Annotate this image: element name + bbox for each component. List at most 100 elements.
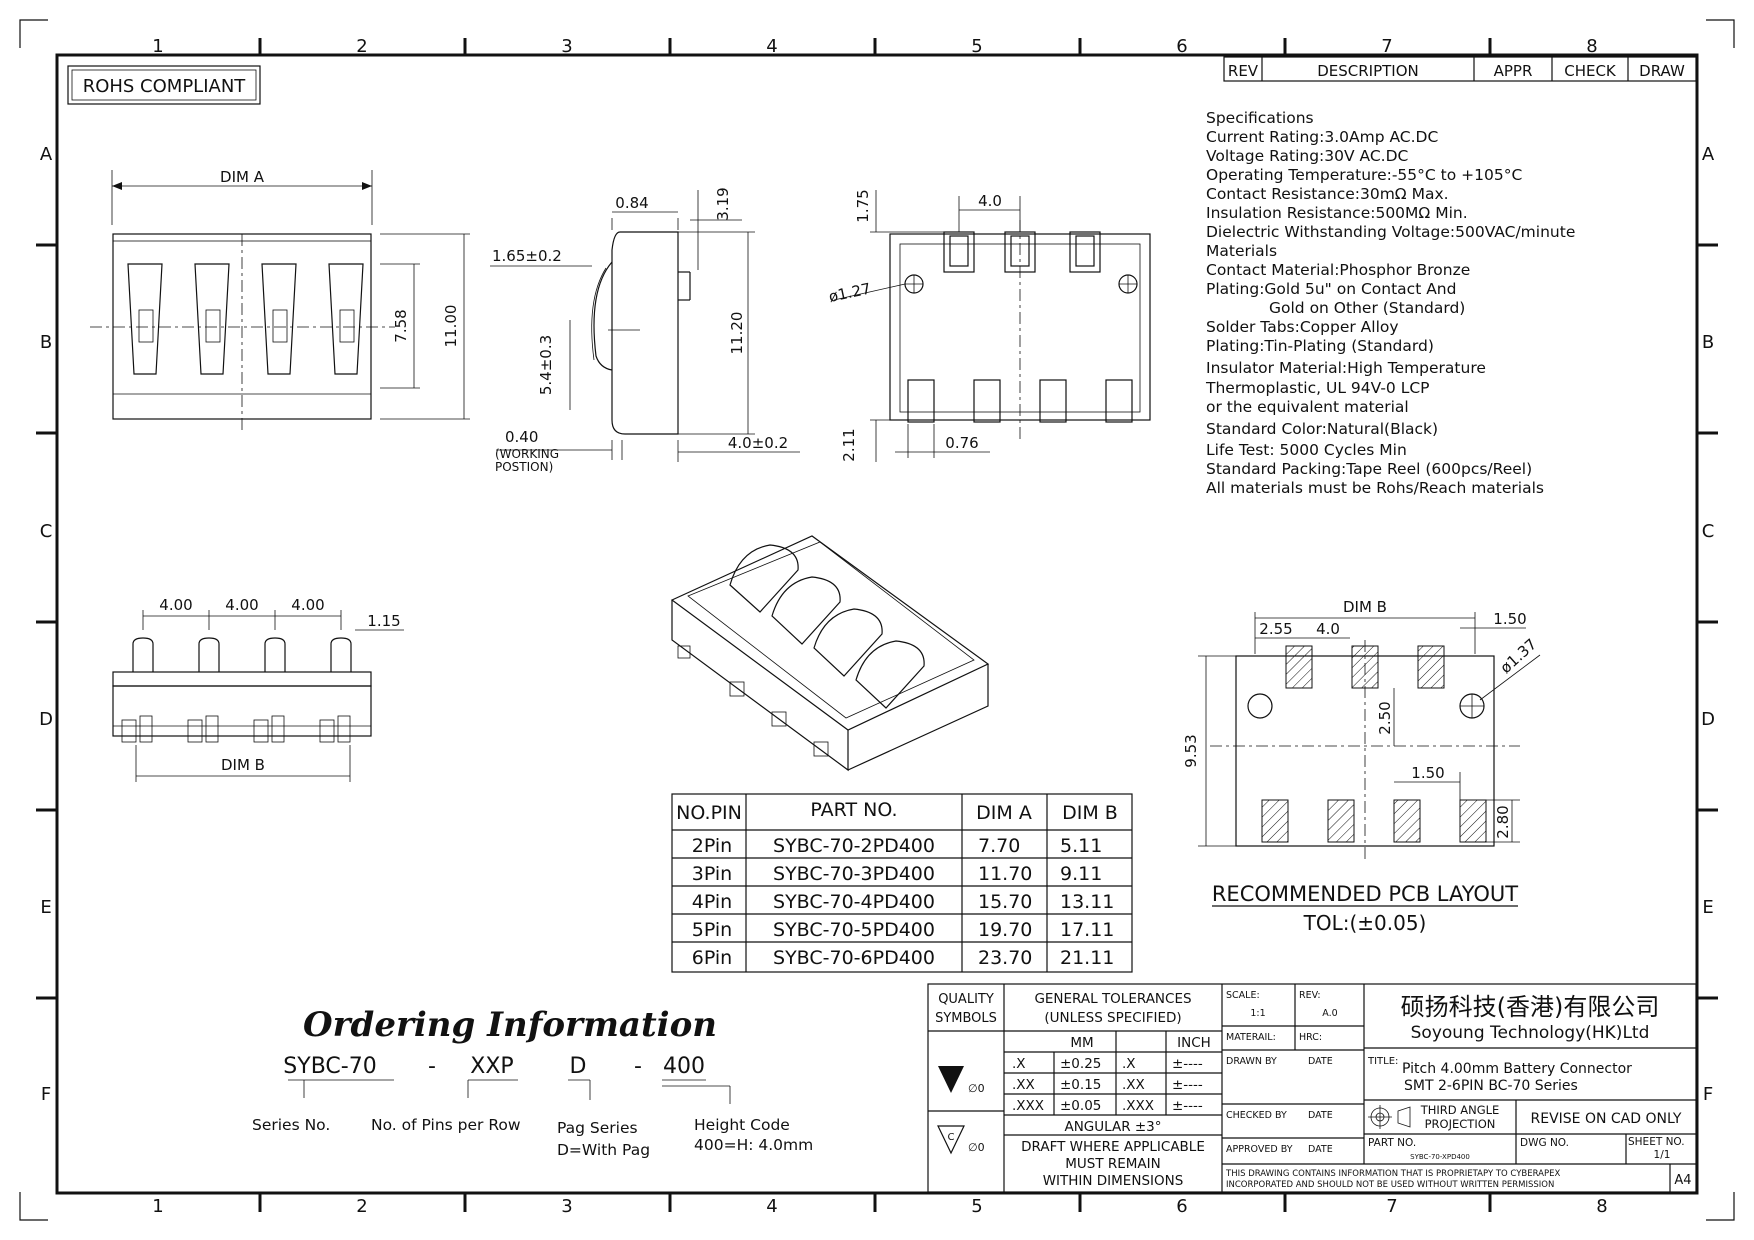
dim-7-58: 7.58 bbox=[392, 309, 410, 342]
inch-header: INCH bbox=[1177, 1035, 1211, 1051]
row-label-right: A bbox=[1702, 144, 1715, 165]
spec-line: Current Rating:3.0Amp AC.DC bbox=[1206, 128, 1438, 146]
draft-note: WITHIN DIMENSIONS bbox=[1043, 1173, 1184, 1189]
label-height: Height Code bbox=[694, 1116, 790, 1134]
col-label-top: 5 bbox=[971, 36, 982, 57]
spec-line: Materials bbox=[1206, 242, 1277, 260]
table-cell: 19.70 bbox=[978, 919, 1032, 941]
col-label-bottom: 1 bbox=[152, 1196, 163, 1217]
spec-line: All materials must be Rohs/Reach materia… bbox=[1206, 479, 1544, 497]
tol-cell: ±0.25 bbox=[1060, 1056, 1101, 1072]
code-dash: - bbox=[634, 1054, 642, 1079]
table-cell: 15.70 bbox=[978, 891, 1032, 913]
tol-cell: ±---- bbox=[1172, 1056, 1203, 1072]
checked-by-label: CHECKED BY bbox=[1226, 1110, 1287, 1121]
dim-1-65: 1.65±0.2 bbox=[492, 247, 562, 265]
pcb-layout-title: RECOMMENDED PCB LAYOUT bbox=[1212, 882, 1518, 906]
date-label: DATE bbox=[1308, 1110, 1333, 1121]
table-header: DIM A bbox=[976, 802, 1032, 824]
grid-ticks bbox=[36, 38, 1718, 1212]
part-number-table: NO.PIN PART NO. DIM A DIM B 2Pin SYBC-70… bbox=[671, 793, 1133, 973]
spec-line: Insulation Resistance:500MΩ Min. bbox=[1206, 204, 1468, 222]
spec-line: Operating Temperature:-55°C to +105°C bbox=[1206, 166, 1522, 184]
working-position-label: (WORKING bbox=[495, 447, 559, 461]
col-label-bottom: 6 bbox=[1176, 1196, 1187, 1217]
code-pins: XXP bbox=[470, 1054, 513, 1079]
projection-label: THIRD ANGLE bbox=[1420, 1103, 1500, 1117]
table-cell: 9.11 bbox=[1060, 863, 1102, 885]
dim-11-00: 11.00 bbox=[442, 305, 460, 348]
drawing-subtitle: SMT 2-6PIN BC-70 Series bbox=[1404, 1078, 1578, 1094]
spec-line: Insulator Material:High Temperature bbox=[1206, 359, 1486, 377]
row-label-right: C bbox=[1702, 521, 1715, 542]
specifications: Specifications Current Rating:3.0Amp AC.… bbox=[1205, 109, 1575, 497]
dim-hole-1-27: ø1.27 bbox=[827, 279, 872, 305]
dim-0-40: 0.40 bbox=[505, 428, 538, 446]
material-label: MATERAIL: bbox=[1226, 1032, 1276, 1043]
row-label-left: D bbox=[39, 709, 53, 730]
tol-cell: ±0.15 bbox=[1060, 1077, 1101, 1093]
table-cell: 3Pin bbox=[692, 863, 732, 885]
pcb-dim-2-55: 2.55 bbox=[1259, 620, 1292, 638]
quality-symbol-1: ∅0 bbox=[968, 1082, 985, 1095]
table-cell: SYBC-70-5PD400 bbox=[773, 919, 935, 941]
spec-line: Specifications bbox=[1206, 109, 1314, 127]
row-label-left: E bbox=[40, 897, 51, 918]
rev-header: REV bbox=[1228, 62, 1259, 80]
spec-line: or the equivalent material bbox=[1206, 398, 1409, 416]
col-label-top: 2 bbox=[356, 36, 367, 57]
dim-0-84: 0.84 bbox=[615, 194, 648, 212]
proprietary-notice: THIS DRAWING CONTAINS INFORMATION THAT I… bbox=[1225, 1169, 1560, 1179]
part-no-value: SYBC-70-XPD400 bbox=[1410, 1153, 1470, 1161]
approved-by-label: APPROVED BY bbox=[1226, 1144, 1293, 1155]
spec-line: Dielectric Withstanding Voltage:500VAC/m… bbox=[1206, 223, 1575, 241]
angular-tolerance: ANGULAR ±3° bbox=[1064, 1119, 1161, 1135]
general-tolerances: GENERAL TOLERANCES bbox=[1034, 991, 1191, 1007]
hrc-label: HRC: bbox=[1299, 1032, 1322, 1043]
col-label-bottom: 3 bbox=[561, 1196, 572, 1217]
draw-header: DRAW bbox=[1639, 62, 1685, 80]
col-label-top: 8 bbox=[1586, 36, 1597, 57]
spec-line: Thermoplastic, UL 94V-0 LCP bbox=[1205, 379, 1430, 397]
tol-cell: ±---- bbox=[1172, 1098, 1203, 1114]
table-cell: 5.11 bbox=[1060, 835, 1102, 857]
spec-line: Solder Tabs:Copper Alloy bbox=[1206, 318, 1399, 336]
dim-1-75: 1.75 bbox=[854, 189, 872, 222]
label-pag-with: D=With Pag bbox=[557, 1141, 650, 1159]
table-cell: SYBC-70-4PD400 bbox=[773, 891, 935, 913]
dim-5-4: 5.4±0.3 bbox=[537, 335, 555, 395]
table-cell: 6Pin bbox=[692, 947, 732, 969]
rev-label: REV: bbox=[1299, 990, 1321, 1001]
pcb-layout: DIM B 2.55 4.0 1.50 ø1.37 2.50 9.53 1. bbox=[1182, 598, 1540, 935]
pcb-tolerance: TOL:(±0.05) bbox=[1303, 911, 1427, 935]
label-series: Series No. bbox=[252, 1116, 330, 1134]
col-label-bottom: 7 bbox=[1386, 1196, 1397, 1217]
tol-cell: ±---- bbox=[1172, 1077, 1203, 1093]
description-header: DESCRIPTION bbox=[1317, 62, 1419, 80]
back-view: ø1.27 4.0 1.75 2.11 0.76 bbox=[827, 189, 1151, 462]
table-cell: 13.11 bbox=[1060, 891, 1114, 913]
column-labels: 1 2 3 4 5 6 7 8 1 2 3 4 5 6 7 8 bbox=[152, 36, 1607, 1217]
spec-line: Contact Resistance:30mΩ Max. bbox=[1206, 185, 1449, 203]
scale-label: SCALE: bbox=[1226, 990, 1260, 1001]
dim-4-0-pitch: 4.0 bbox=[978, 192, 1002, 210]
tol-cell: ±0.05 bbox=[1060, 1098, 1101, 1114]
part-no-label: PART NO. bbox=[1368, 1137, 1416, 1149]
dwg-no-label: DWG NO. bbox=[1520, 1137, 1569, 1149]
dim-1-15: 1.15 bbox=[367, 612, 400, 630]
company-name-en: Soyoung Technology(HK)Ltd bbox=[1411, 1023, 1650, 1043]
dim-b-label: DIM B bbox=[221, 756, 265, 774]
code-pag: D bbox=[570, 1054, 587, 1079]
code-height: 400 bbox=[663, 1054, 705, 1079]
code-dash: - bbox=[428, 1054, 436, 1079]
table-cell: 21.11 bbox=[1060, 947, 1114, 969]
tol-cell: .XXX bbox=[1122, 1098, 1154, 1114]
spec-line: Contact Material:Phosphor Bronze bbox=[1206, 261, 1470, 279]
table-cell: SYBC-70-3PD400 bbox=[773, 863, 935, 885]
table-cell: 2Pin bbox=[692, 835, 732, 857]
row-labels: A B C D E F A B C D E F bbox=[39, 144, 1715, 1105]
table-cell: 4Pin bbox=[692, 891, 732, 913]
table-cell: 11.70 bbox=[978, 863, 1032, 885]
side-view: 0.84 3.19 1.65±0.2 5.4±0.3 11.20 0.40 (W… bbox=[490, 187, 800, 474]
